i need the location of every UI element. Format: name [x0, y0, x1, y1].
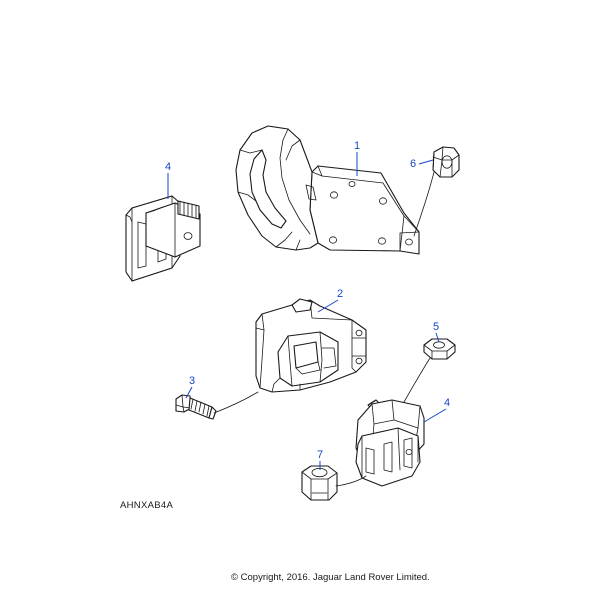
- callout-2[interactable]: 2: [317, 288, 343, 313]
- callout-5-label: 5: [433, 321, 439, 333]
- callout-1[interactable]: 1: [354, 140, 360, 176]
- callout-1-label: 1: [354, 140, 360, 152]
- callout-3[interactable]: 3: [185, 375, 195, 399]
- part-washer-5: [423, 338, 456, 360]
- part-bolt-3: [175, 394, 217, 420]
- part-nut-7: [301, 465, 338, 501]
- callout-5[interactable]: 5: [433, 321, 440, 343]
- callout-3-label: 3: [189, 375, 195, 387]
- callout-6[interactable]: 6: [410, 158, 434, 170]
- part-engine-mounting-rubber-left: [125, 195, 201, 282]
- part-engine-mounting-bracket-lh: [255, 298, 367, 393]
- copyright-notice: © Copyright, 2016. Jaguar Land Rover Lim…: [231, 572, 430, 583]
- callout-7[interactable]: 7: [317, 449, 323, 470]
- drawing-code: AHNXAB4A: [120, 500, 173, 511]
- callouts-group: 1 2 3 4 4: [165, 140, 450, 470]
- callout-4-left[interactable]: 4: [165, 161, 171, 199]
- callout-4-right-label: 4: [444, 397, 450, 409]
- part-connector-lines: [213, 171, 435, 487]
- callout-7-label: 7: [317, 449, 323, 461]
- part-engine-mounting-rubber-right: [355, 399, 425, 487]
- callout-4-right[interactable]: 4: [423, 397, 450, 423]
- callout-2-label: 2: [337, 288, 343, 300]
- part-engine-mounting-bracket-rh: [235, 125, 420, 255]
- part-nut-6: [432, 146, 460, 178]
- callout-6-label: 6: [410, 158, 416, 170]
- callout-4-left-label: 4: [165, 161, 171, 173]
